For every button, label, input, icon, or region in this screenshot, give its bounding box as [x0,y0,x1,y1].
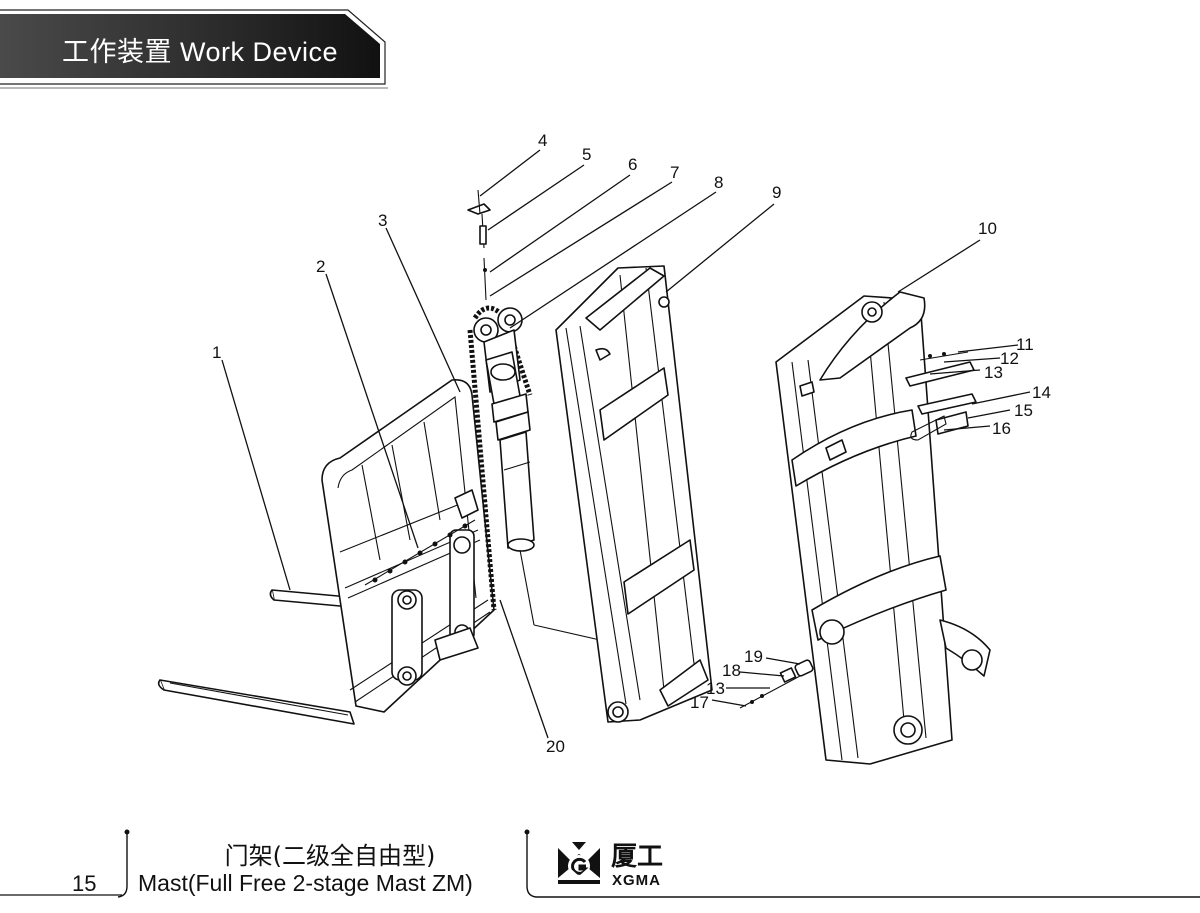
callout-1: 1 [212,343,221,362]
footer-frame [0,829,1200,898]
bracket-hardware [905,351,977,441]
callout-12: 12 [1000,349,1019,368]
brand-name-cn: 厦工 [611,842,664,872]
fork-lower [157,679,355,725]
header-title: 工作装置 Work Device [62,37,339,67]
callout-18: 18 [722,661,741,680]
callout-7: 7 [670,163,679,182]
callout-19: 19 [744,647,763,666]
footer-title-en: Mast(Full Free 2-stage Mast ZM) [138,870,473,896]
callout-16: 16 [992,419,1011,438]
carriage-rollers [391,489,479,686]
callout-13-upper: 13 [984,363,1003,382]
anchor-pin [467,189,491,301]
brand-name-en: XGMA [612,872,661,889]
callout-2: 2 [316,257,325,276]
callout-9: 9 [772,183,781,202]
inner-mast [555,265,713,723]
callout-11: 11 [1016,335,1034,354]
callout-6: 6 [628,155,637,174]
free-lift-cylinder [485,351,601,641]
callout-15: 15 [1014,401,1033,420]
callout-5: 5 [582,145,591,164]
callout-14: 14 [1032,383,1051,402]
callout-13-lower: 13 [706,679,725,698]
callout-8: 8 [714,173,723,192]
callout-3: 3 [378,211,387,230]
page-number: 15 [72,871,97,896]
pin-hardware [739,659,814,709]
callout-20: 20 [546,737,565,756]
footer-title-cn: 门架(二级全自由型) [224,842,436,870]
callout-4: 4 [538,131,547,150]
header-banner [0,9,388,89]
chain-anchor-row [364,519,476,586]
leader-lines [221,149,1031,739]
callout-10: 10 [978,219,997,238]
outer-mast [775,291,991,765]
callout-17: 17 [690,693,709,712]
xgma-logo-icon [558,842,600,884]
